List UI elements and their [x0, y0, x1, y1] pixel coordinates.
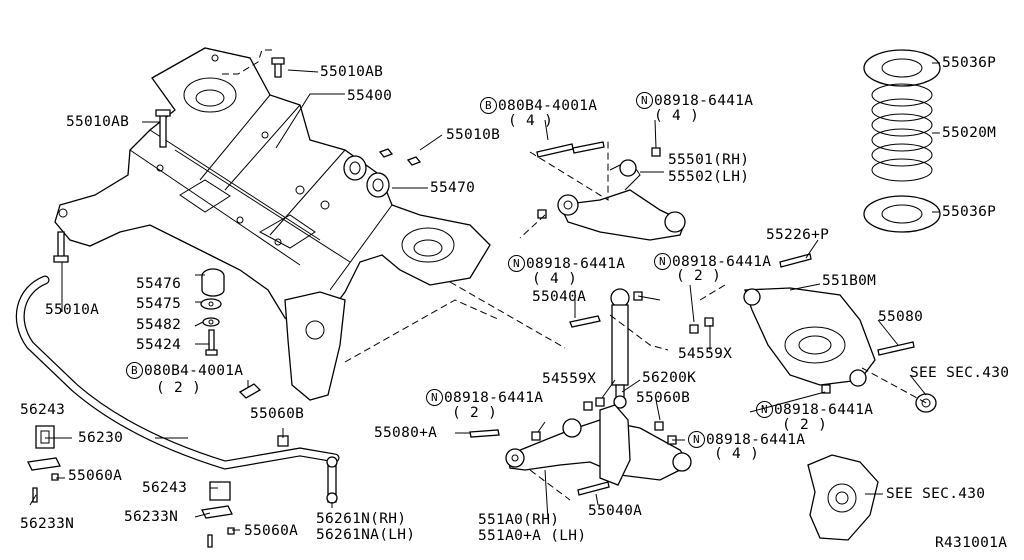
label-55226P: 55226+P [766, 227, 830, 243]
label-56233N-left: 56233N [20, 516, 75, 532]
label-54559X-mid: 54559X [542, 371, 597, 387]
lower-link-arm [689, 253, 937, 413]
nut-prefix-icon: N [756, 401, 773, 418]
label-55010B: 55010B [446, 127, 501, 143]
label-see-sec-430-lower: SEE SEC.430 [886, 486, 986, 502]
diagram-reference-code: R431001A [935, 535, 1008, 551]
label-55400: 55400 [347, 88, 393, 104]
label-55020M: 55020M [942, 125, 997, 141]
label-55482: 55482 [136, 317, 182, 333]
label-55502: 55502(LH) [668, 169, 750, 185]
label-56261N: 56261N(RH) [316, 511, 407, 527]
label-56233N-bottom: 56233N [124, 509, 179, 525]
nut-prefix-icon: N [508, 255, 525, 272]
label-55060B-left: 55060B [250, 406, 305, 422]
label-55010AB-left: 55010AB [66, 114, 130, 130]
label-55475: 55475 [136, 296, 182, 312]
label-56243-left: 56243 [20, 402, 66, 418]
nut-prefix-icon: N [654, 253, 671, 270]
assembly-dashed-lines [222, 49, 931, 501]
rear-suspension-member [54, 47, 491, 401]
label-55040A-upper: 55040A [532, 289, 587, 305]
label-55424: 55424 [136, 337, 182, 353]
label-551A0A: 551A0+A (LH) [478, 528, 587, 544]
label-nut-bottom-qty: ( 4 ) [714, 446, 760, 462]
label-nut-link-qty: ( 2 ) [452, 405, 498, 421]
bolt-prefix-icon: B [126, 362, 143, 379]
label-56261NA: 56261NA(LH) [316, 527, 416, 543]
label-55040A-lower: 55040A [588, 503, 643, 519]
coil-spring-assembly [863, 49, 941, 233]
label-55010AB-top: 55010AB [320, 64, 384, 80]
label-nut-shock-qty: ( 4 ) [532, 271, 578, 287]
label-55036P-bottom: 55036P [942, 204, 997, 220]
label-see-sec-430-upper: SEE SEC.430 [910, 365, 1010, 381]
bolt-prefix-icon: B [480, 97, 497, 114]
label-551B0M: 551B0M [822, 273, 877, 289]
label-55501: 55501(RH) [668, 152, 750, 168]
nut-prefix-icon: N [426, 389, 443, 406]
label-55060A-left: 55060A [68, 468, 123, 484]
label-56230: 56230 [78, 430, 124, 446]
part-number: 08918-6441A [654, 93, 754, 109]
label-55080A: 55080+A [374, 425, 438, 441]
axle-knuckle [807, 454, 879, 541]
label-55060B-right: 55060B [636, 390, 691, 406]
upper-link-arm [536, 141, 686, 241]
member-bushing [343, 148, 422, 198]
part-number: 08918-6441A [706, 432, 806, 448]
nut-prefix-icon: N [688, 431, 705, 448]
label-551A0: 551A0(RH) [478, 512, 560, 528]
part-number: 080B4-4001A [144, 363, 244, 379]
part-number: 080B4-4001A [498, 98, 598, 114]
part-number: 08918-6441A [526, 256, 626, 272]
stabilizer-bar [15, 275, 340, 548]
label-bolt-080B4-upper-qty: ( 4 ) [508, 113, 554, 129]
label-56243-bottom: 56243 [142, 480, 188, 496]
label-55470: 55470 [430, 180, 476, 196]
label-54559X-right: 54559X [678, 346, 733, 362]
label-55080-right: 55080 [878, 309, 924, 325]
nut-prefix-icon: N [636, 92, 653, 109]
part-number: 08918-6441A [672, 254, 772, 270]
label-55476: 55476 [136, 276, 182, 292]
label-56200K: 56200K [642, 370, 697, 386]
label-nut-lower-arm-qty: ( 2 ) [676, 268, 722, 284]
label-55036P-top: 55036P [942, 55, 997, 71]
member-bolts [53, 57, 285, 263]
part-number: 08918-6441A [444, 390, 544, 406]
member-mount-stack [200, 268, 289, 447]
shock-absorber [569, 288, 643, 409]
label-nut-upper-arm-qty: ( 4 ) [654, 108, 700, 124]
label-55010A: 55010A [45, 302, 100, 318]
label-bolt-080B4-lower-qty: ( 2 ) [156, 380, 202, 396]
label-nut-lower-right-qty: ( 2 ) [782, 417, 828, 433]
leader-lines [29, 62, 940, 531]
part-number: 08918-6441A [774, 402, 874, 418]
label-55060A-bottom: 55060A [244, 523, 299, 539]
front-lower-link [469, 397, 692, 496]
